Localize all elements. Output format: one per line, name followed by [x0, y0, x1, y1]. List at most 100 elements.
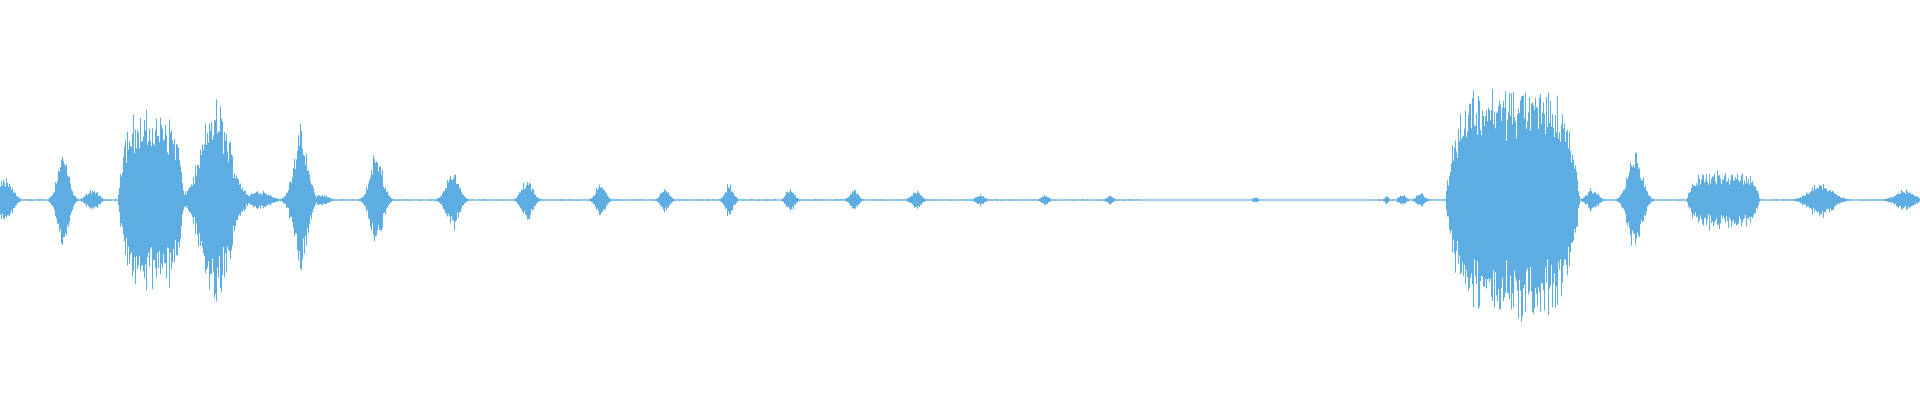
waveform-sample — [1255, 198, 1256, 202]
waveform-sample — [645, 199, 646, 201]
waveform-sample — [1324, 199, 1325, 201]
waveform-sample — [1111, 196, 1112, 204]
waveform-sample — [568, 199, 569, 201]
waveform-sample — [1154, 199, 1155, 201]
waveform-sample — [1084, 199, 1085, 201]
waveform-sample — [890, 199, 891, 201]
waveform-sample — [802, 199, 803, 201]
waveform-sample — [755, 199, 756, 201]
waveform-sample — [924, 198, 925, 202]
waveform-sample — [162, 128, 163, 268]
waveform-sample — [1801, 197, 1802, 203]
waveform-sample — [1340, 199, 1341, 201]
waveform-sample — [1786, 199, 1787, 201]
waveform-sample — [794, 195, 795, 205]
waveform-sample — [602, 187, 603, 212]
waveform-sample — [1273, 199, 1274, 201]
waveform-sample — [1033, 199, 1034, 201]
waveform-sample — [972, 199, 973, 201]
waveform-sample — [1253, 198, 1254, 202]
waveform-sample — [1576, 171, 1577, 227]
waveform-sample — [1858, 199, 1859, 201]
waveform-sample — [1912, 194, 1913, 206]
waveform-sample — [38, 199, 39, 201]
waveform-sample — [340, 199, 341, 201]
waveform-sample — [1115, 199, 1116, 201]
waveform-sample — [513, 199, 514, 201]
waveform-sample — [1001, 199, 1002, 201]
waveform-sample — [1596, 194, 1597, 206]
waveform-sample — [422, 199, 423, 201]
waveform-sample — [171, 130, 172, 270]
waveform-sample — [1211, 199, 1212, 201]
waveform-sample — [750, 199, 751, 201]
waveform-sample — [1615, 199, 1616, 201]
waveform-sample — [177, 145, 178, 256]
waveform-sample — [1303, 199, 1304, 201]
waveform-sample — [479, 199, 480, 201]
waveform-sample — [1235, 199, 1236, 201]
waveform-sample — [1644, 187, 1645, 215]
waveform-sample — [1029, 199, 1030, 201]
waveform-sample — [1199, 199, 1200, 201]
waveform-sample — [511, 199, 512, 201]
waveform-sample — [456, 184, 457, 221]
waveform-sample — [996, 199, 997, 201]
waveform-sample — [1424, 196, 1425, 204]
waveform-sample — [1432, 199, 1433, 201]
waveform-sample — [1347, 199, 1348, 201]
waveform-sample — [221, 118, 222, 292]
waveform-sample — [529, 182, 530, 220]
waveform-sample — [528, 185, 529, 219]
waveform-sample — [901, 199, 902, 201]
waveform-sample — [1241, 199, 1242, 201]
waveform-sample — [387, 191, 388, 208]
waveform-sample — [1835, 194, 1836, 206]
waveform-sample — [327, 197, 328, 203]
waveform-sample — [1791, 199, 1792, 201]
waveform-sample — [1173, 199, 1174, 201]
waveform-sample — [644, 199, 645, 201]
waveform-sample — [1418, 195, 1419, 205]
waveform-sample — [820, 199, 821, 201]
waveform-sample — [840, 199, 841, 201]
waveform-sample — [1908, 193, 1909, 207]
waveform-sample — [592, 197, 593, 203]
waveform-sample — [788, 193, 789, 207]
waveform-sample — [1429, 199, 1430, 201]
waveform-sample — [311, 184, 312, 220]
waveform-sample — [127, 131, 128, 266]
waveform-sample — [1499, 100, 1500, 309]
waveform-sample — [725, 191, 726, 210]
waveform-sample — [811, 199, 812, 201]
waveform-sample — [1704, 182, 1705, 219]
waveform-sample — [748, 199, 749, 201]
waveform-sample — [616, 199, 617, 201]
waveform-sample — [194, 183, 195, 217]
waveform-sample — [1796, 198, 1797, 202]
waveform-sample — [135, 129, 136, 285]
waveform-sample — [1195, 199, 1196, 201]
waveform-sample — [854, 189, 855, 209]
waveform-sample — [662, 192, 663, 207]
waveform-sample — [217, 133, 218, 268]
waveform-sample — [120, 174, 121, 227]
waveform-sample — [1562, 114, 1563, 283]
waveform-sample — [1909, 192, 1910, 209]
waveform-sample — [1333, 199, 1334, 201]
waveform-sample — [656, 198, 657, 202]
waveform-sample — [862, 198, 863, 201]
waveform-sample — [1192, 199, 1193, 201]
waveform-sample — [1260, 199, 1261, 201]
waveform-sample — [1234, 199, 1235, 201]
waveform-sample — [204, 144, 205, 257]
waveform-sample — [835, 199, 836, 201]
waveform-sample — [537, 197, 538, 203]
waveform-sample — [1695, 186, 1696, 213]
waveform-sample — [420, 199, 421, 201]
waveform-sample — [404, 199, 405, 201]
waveform-sample — [294, 159, 295, 237]
waveform-sample — [600, 187, 601, 215]
waveform-sample — [1081, 199, 1082, 201]
waveform-sample — [507, 199, 508, 201]
